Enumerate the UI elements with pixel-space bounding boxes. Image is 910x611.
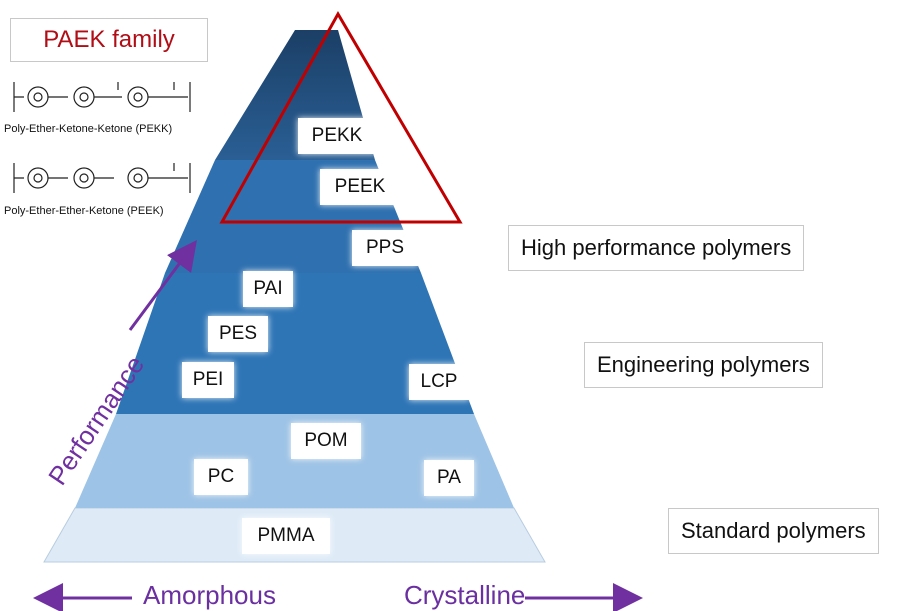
label-pes: PES [208, 316, 268, 352]
performance-arrow [128, 239, 197, 331]
label-lcp: LCP [409, 364, 469, 400]
label-pekk: PEKK [298, 118, 376, 154]
label-pmma: PMMA [242, 518, 330, 554]
label-pei: PEI [182, 362, 234, 398]
pekk-caption: Poly-Ether-Ketone-Ketone (PEKK) [4, 123, 173, 135]
pekk-structure [13, 82, 191, 112]
label-pc: PC [194, 459, 248, 495]
tier-standard: Standard polymers [668, 508, 879, 554]
standard-band [75, 414, 514, 508]
label-pps: PPS [352, 230, 418, 266]
label-pai: PAI [243, 271, 293, 307]
amorphous-label: Amorphous [143, 580, 276, 610]
paek-outline [219, 10, 463, 224]
peek-caption: Poly-Ether-Ether-Ketone (PEEK) [4, 205, 164, 217]
label-peek: PEEK [320, 169, 400, 205]
tier-engineering: Engineering polymers [584, 342, 823, 388]
paek-family-title: PAEK family [10, 18, 208, 62]
peek-structure [13, 163, 191, 193]
label-pa: PA [424, 460, 474, 496]
tier-high-performance: High performance polymers [508, 225, 805, 271]
crystalline-label: Crystalline [404, 580, 526, 610]
label-pom: POM [291, 423, 361, 459]
